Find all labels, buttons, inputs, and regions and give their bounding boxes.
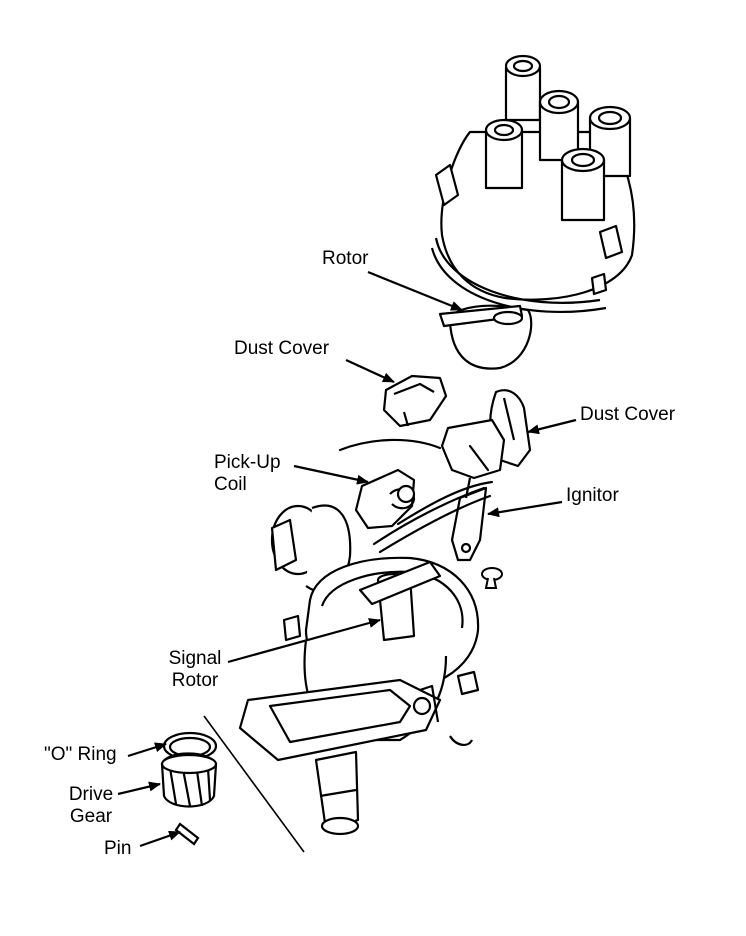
label-dust-cover-right: Dust Cover (580, 404, 676, 425)
leader-lines (117, 270, 577, 848)
pin-arrow (139, 830, 181, 848)
o-ring-arrow (127, 742, 167, 758)
distributor-cap (430, 54, 636, 314)
cap-tower-1 (504, 54, 542, 122)
cap-tower-center (560, 147, 606, 222)
label-drive-gear-line1: Drive (68, 784, 114, 805)
drive-gear-arrow (117, 781, 161, 796)
assembly-centerline (203, 715, 305, 853)
label-pickup-coil-line1: Pick-Up (214, 452, 281, 473)
pickup-coil (354, 468, 416, 530)
label-dust-cover-left: Dust Cover (234, 338, 330, 359)
label-signal-rotor: Signal Rotor (160, 648, 230, 692)
pin-part (174, 822, 200, 846)
label-ignitor: Ignitor (566, 485, 619, 506)
left-dust-cover (382, 374, 448, 428)
distributor-housing (238, 504, 480, 836)
label-drive-gear: Drive Gear (64, 784, 118, 828)
signal-rotor-arrow (227, 618, 381, 664)
rotor-arrow (367, 270, 463, 312)
rotor (438, 304, 533, 370)
label-pickup-coil: Pick-Up Coil (214, 452, 292, 496)
wire-harness (338, 438, 494, 554)
label-rotor: Rotor (322, 248, 369, 269)
dust-cover-right-arrow (527, 418, 577, 435)
label-pickup-coil-line2: Coil (214, 474, 247, 495)
dust-cover-left-arrow (345, 359, 395, 383)
label-signal-rotor-line1: Signal (168, 648, 222, 669)
ignitor-arrow (487, 500, 563, 518)
ignitor-screw (481, 567, 503, 589)
label-o-ring: "O" Ring (44, 744, 117, 765)
ignitor-module (440, 418, 506, 562)
pickup-coil-arrow (293, 464, 369, 485)
cap-tower-2 (538, 89, 580, 162)
cap-tower-4 (484, 118, 524, 190)
label-signal-rotor-line2: Rotor (171, 670, 219, 691)
label-pin: Pin (104, 838, 132, 859)
label-drive-gear-line2: Gear (69, 806, 113, 827)
drive-gear (160, 752, 218, 808)
